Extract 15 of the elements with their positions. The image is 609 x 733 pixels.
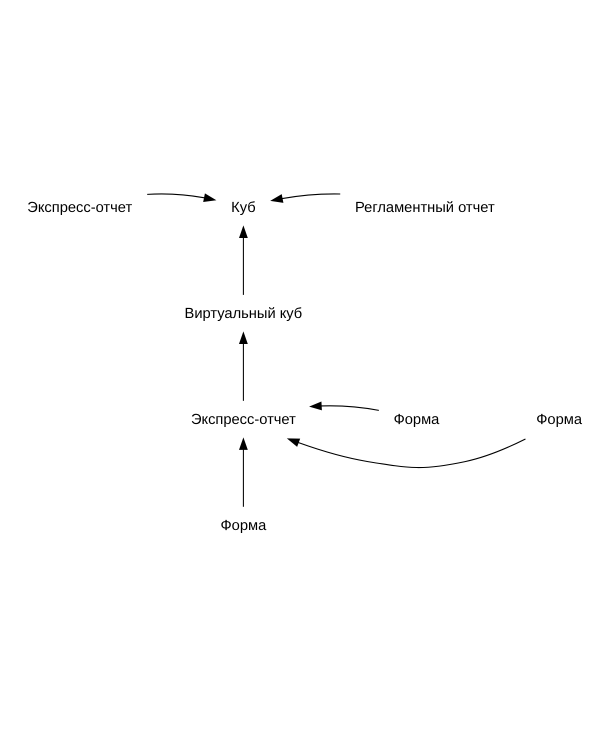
arrow: [238, 224, 248, 294]
node-text: Куб: [231, 199, 256, 216]
node-text: Экспресс-отчет: [190, 411, 296, 428]
node-text: Экспресс-отчет: [27, 199, 132, 216]
node-text: Виртуальный куб: [184, 305, 302, 322]
arrow: [286, 438, 526, 468]
node-text: Регламентный отчет: [355, 199, 495, 216]
node-text: Форма: [220, 517, 266, 534]
arrow: [238, 436, 248, 506]
arrow: [309, 401, 379, 410]
arrow: [270, 192, 340, 202]
arrow: [147, 192, 216, 202]
node-text: Форма: [394, 411, 440, 428]
node-text: Форма: [536, 411, 582, 428]
arrow: [238, 330, 248, 400]
